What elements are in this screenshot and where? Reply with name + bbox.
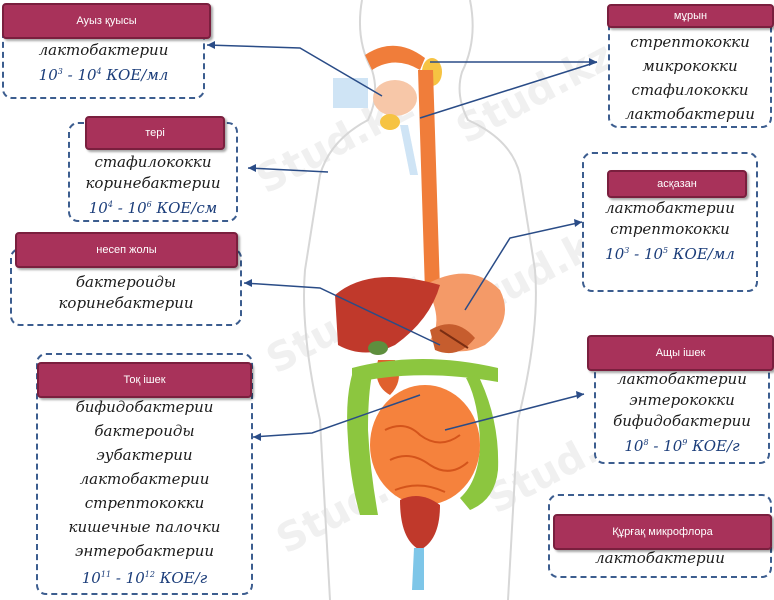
organism-name: лактобактерии bbox=[625, 105, 755, 123]
organism-name: лактобактерии bbox=[38, 41, 169, 59]
organism-name: стафилококки bbox=[631, 81, 749, 99]
bacteria-count: 103 - 105 КОЕ/мл bbox=[605, 245, 735, 263]
organism-name: бактероиды bbox=[75, 273, 177, 291]
small-intestine-label: Ащы ішек bbox=[587, 335, 774, 371]
organism-name: стрептококки bbox=[630, 33, 750, 51]
nose-box: стрептококки микрококки стафилококки лак… bbox=[608, 14, 772, 128]
organism-name: стрептококки bbox=[84, 494, 205, 512]
vaginal-flora-label: Құрғақ микрофлора bbox=[553, 514, 772, 550]
organism-name: коринебактерии bbox=[58, 294, 194, 312]
organism-name: бифидобактерии bbox=[75, 398, 214, 416]
organism-name: коринебактерии bbox=[85, 174, 221, 192]
organism-name: стрептококки bbox=[610, 220, 730, 238]
organism-name: стафилококки bbox=[94, 153, 212, 171]
large-intestine-label: Тоқ ішек bbox=[37, 362, 252, 398]
bacteria-count: 108 - 109 КОЕ/г bbox=[624, 437, 740, 455]
stomach-label: асқазан bbox=[607, 170, 747, 198]
organism-name: энтерококки bbox=[629, 391, 735, 409]
organism-name: кишечные палочки bbox=[68, 518, 221, 536]
organism-name: бифидобактерии bbox=[613, 412, 751, 430]
bacteria-count: 1011 - 1012 КОЕ/г bbox=[81, 569, 208, 587]
bacteria-count: 104 - 106 КОЕ/см bbox=[88, 199, 218, 217]
organism-name: лактобактерии bbox=[595, 549, 725, 567]
urinary-tract-label: несеп жолы bbox=[15, 232, 238, 268]
small-intestine-box: лактобактерии энтерококки бифидобактерии… bbox=[594, 362, 770, 464]
organism-name: эубактерии bbox=[96, 446, 193, 464]
organism-name: бактероиды bbox=[94, 422, 195, 440]
bacteria-count: 103 - 104 КОЕ/мл bbox=[38, 66, 169, 84]
organism-name: лактобактерии bbox=[605, 199, 735, 217]
nose-label: мұрын bbox=[607, 4, 774, 28]
organism-name: лактобактерии bbox=[79, 470, 210, 488]
oral-cavity-label: Ауыз қуысы bbox=[2, 3, 211, 39]
organism-name: лактобактерии bbox=[617, 370, 747, 388]
organism-name: энтеробактерии bbox=[74, 542, 215, 560]
organism-name: микрококки bbox=[642, 57, 738, 75]
skin-label: тері bbox=[85, 116, 225, 150]
